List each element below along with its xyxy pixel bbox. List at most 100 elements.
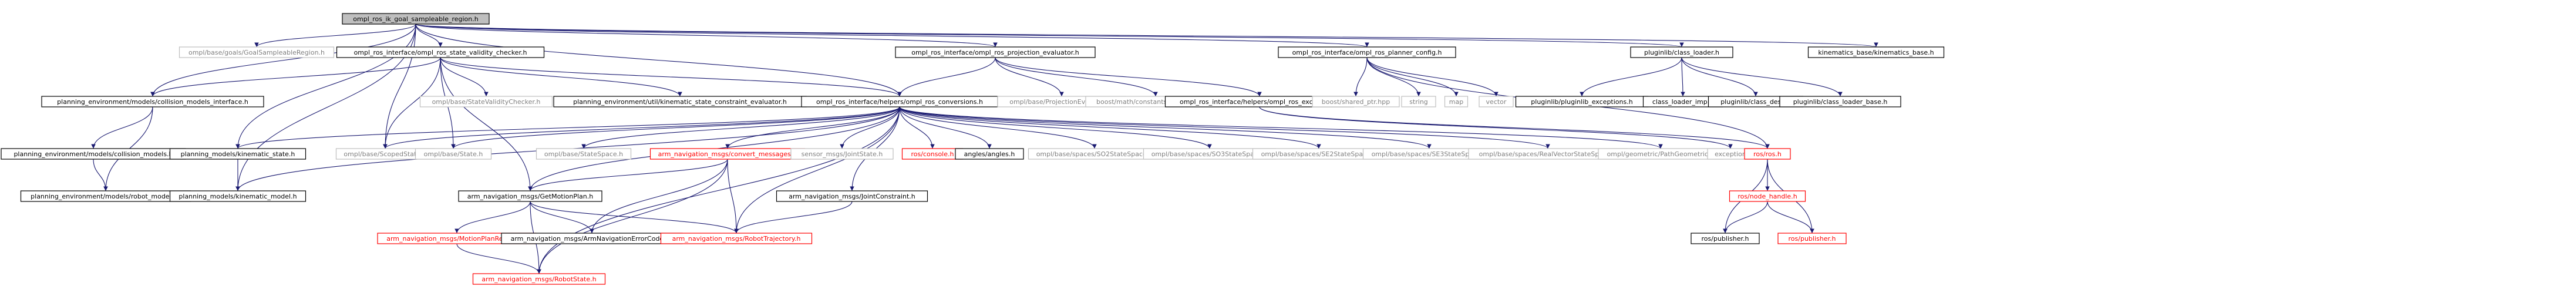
node-label: ompl/base/ScopedState.h xyxy=(344,150,426,158)
node-label: arm_navigation_msgs/RobotTrajectory.h xyxy=(672,235,801,243)
node-scoped: ompl/base/ScopedState.h xyxy=(335,148,435,160)
node-label: planning_environment/models/collision_mo… xyxy=(14,150,173,158)
node-box xyxy=(336,46,545,58)
node-km[interactable]: planning_models/kinematic_model.h xyxy=(169,190,307,202)
node-clbase[interactable]: pluginlib/class_loader_base.h xyxy=(1779,96,1901,107)
node-box xyxy=(1807,46,1945,58)
node-label: ompl/base/spaces/SO3StateSpace.h xyxy=(1151,150,1268,158)
node-cmi[interactable]: planning_environment/models/collision_mo… xyxy=(41,96,264,107)
node-rosconsole[interactable]: ros/console.h xyxy=(901,148,964,160)
edge-svc-to-cmi xyxy=(150,57,441,97)
edge-root-to-pc xyxy=(415,23,1369,48)
edge-conv-to-realvec xyxy=(899,106,1550,149)
node-pub1[interactable]: ros/publisher.h xyxy=(1691,233,1760,244)
node-label: pluginlib/pluginlib_exceptions.h xyxy=(1531,98,1632,106)
node-label: arm_navigation_msgs/convert_messages.h xyxy=(658,150,797,158)
node-so3: ompl/base/spaces/SO3StateSpace.h xyxy=(1143,148,1277,160)
node-box xyxy=(1777,233,1847,244)
edge-pc-to-map xyxy=(1366,57,1459,97)
edge-conv-to-jointstate xyxy=(840,106,900,149)
node-label: ompl_ros_interface/ompl_ros_planner_conf… xyxy=(1292,49,1442,56)
node-pc[interactable]: ompl_ros_interface/ompl_ros_planner_conf… xyxy=(1278,46,1456,58)
node-label: angles/angles.h xyxy=(964,150,1015,158)
node-kscev[interactable]: planning_environment/util/kinematic_stat… xyxy=(553,96,807,107)
node-angles[interactable]: angles/angles.h xyxy=(955,148,1024,160)
node-label: pluginlib/class_loader_base.h xyxy=(1793,98,1888,106)
node-rosexc[interactable]: ompl_ros_interface/helpers/ompl_ros_exce… xyxy=(1164,96,1355,107)
edge-cmi-to-cm xyxy=(91,106,153,149)
node-label: planning_environment/util/kinematic_stat… xyxy=(573,98,787,106)
node-box xyxy=(895,46,1096,58)
edge-pe-to-rosexc xyxy=(995,57,1262,97)
node-cm[interactable]: planning_environment/models/collision_mo… xyxy=(1,148,186,160)
node-map: map xyxy=(1444,96,1469,107)
node-box xyxy=(1479,96,1514,107)
node-exception: exception xyxy=(1707,148,1754,160)
node-box xyxy=(1630,46,1733,58)
edge-root-to-scoped xyxy=(383,23,416,149)
node-box xyxy=(1779,96,1901,107)
node-label: arm_navigation_msgs/GetMotionPlan.h xyxy=(467,193,594,200)
node-box xyxy=(1312,96,1400,107)
edge-convmsgs-to-rs xyxy=(537,159,728,274)
node-rm[interactable]: planning_environment/models/robot_models… xyxy=(20,190,191,202)
node-label: sensor_msgs/JointState.h xyxy=(802,150,883,158)
edge-classloader-to-pluginexc xyxy=(1580,57,1682,97)
node-pe[interactable]: ompl_ros_interface/ompl_ros_projection_e… xyxy=(895,46,1096,58)
edge-mpr-to-rs xyxy=(456,243,541,274)
edge-conv-to-so3 xyxy=(899,106,1212,149)
node-se2: ompl/base/spaces/SE2StateSpace.h xyxy=(1252,148,1386,160)
node-label: arm_navigation_msgs/JointConstraint.h xyxy=(789,193,915,200)
node-label: ompl_ros_ik_goal_sampleable_region.h xyxy=(353,15,478,23)
node-label: ompl/base/spaces/SE3StateSpace.h xyxy=(1372,150,1487,158)
node-label: planning_models/kinematic_state.h xyxy=(181,150,295,158)
node-gmp[interactable]: arm_navigation_msgs/GetMotionPlan.h xyxy=(458,190,602,202)
node-box xyxy=(1744,148,1791,160)
node-realvec: ompl/base/spaces/RealVectorStateSpace.h xyxy=(1468,148,1628,160)
node-string: string xyxy=(1401,96,1436,107)
node-classloader[interactable]: pluginlib/class_loader.h xyxy=(1630,46,1733,58)
node-so2: ompl/base/spaces/SO2StateSpace.h xyxy=(1028,148,1161,160)
node-label: ros/ros.h xyxy=(1753,150,1782,158)
node-rt[interactable]: arm_navigation_msgs/RobotTrajectory.h xyxy=(660,233,813,244)
node-label: ompl/geometric/PathGeometric.h xyxy=(1607,150,1715,158)
node-label: ompl/base/State.h xyxy=(424,150,483,158)
node-box xyxy=(342,13,490,25)
edge-jc-to-rt xyxy=(734,201,853,234)
node-ks[interactable]: planning_models/kinematic_state.h xyxy=(169,148,307,160)
node-conv[interactable]: ompl_ros_interface/helpers/ompl_ros_conv… xyxy=(801,96,998,107)
node-rs[interactable]: arm_navigation_msgs/RobotState.h xyxy=(472,273,606,285)
node-label: ompl/base/StateValidityChecker.h xyxy=(432,98,541,106)
node-clrimp[interactable]: class_loader_imp.h xyxy=(1642,96,1723,107)
node-vector: vector xyxy=(1479,96,1514,107)
node-label: ompl/base/StateSpace.h xyxy=(544,150,623,158)
edge-gmp-to-mpr xyxy=(454,201,531,234)
node-svc[interactable]: ompl_ros_interface/ompl_ros_state_validi… xyxy=(336,46,545,58)
edge-root-to-cmi xyxy=(150,23,416,97)
node-label: ompl/base/spaces/SE2StateSpace.h xyxy=(1261,150,1377,158)
node-svchecker: ompl/base/StateValidityChecker.h xyxy=(419,96,553,107)
node-box xyxy=(1691,233,1760,244)
node-convmsgs[interactable]: arm_navigation_msgs/convert_messages.h xyxy=(649,148,806,160)
node-rosh[interactable]: ros/ros.h xyxy=(1744,148,1791,160)
node-label: arm_navigation_msgs/RobotState.h xyxy=(481,275,596,283)
node-jointstate: sensor_msgs/JointState.h xyxy=(790,148,894,160)
edge-rosexc-to-exception xyxy=(1259,106,1733,149)
node-box xyxy=(536,148,632,160)
node-anec[interactable]: arm_navigation_msgs/ArmNavigationErrorCo… xyxy=(501,233,683,244)
edge-pe-to-projeval xyxy=(995,57,1064,97)
node-nodehandle[interactable]: ros/node_handle.h xyxy=(1729,190,1806,202)
edge-conv-to-pathgeo xyxy=(899,106,1663,149)
node-pluginexc[interactable]: pluginlib/pluginlib_exceptions.h xyxy=(1515,96,1649,107)
node-pub2[interactable]: ros/publisher.h xyxy=(1777,233,1847,244)
edge-conv-to-ks xyxy=(235,106,900,149)
node-root[interactable]: ompl_ros_ik_goal_sampleable_region.h xyxy=(342,13,490,25)
node-box xyxy=(472,273,606,285)
node-pathgeo: ompl/geometric/PathGeometric.h xyxy=(1598,148,1723,160)
node-kinbase[interactable]: kinematics_base/kinematics_base.h xyxy=(1807,46,1945,58)
node-jc[interactable]: arm_navigation_msgs/JointConstraint.h xyxy=(776,190,928,202)
node-label: ompl/base/spaces/RealVectorStateSpace.h xyxy=(1479,150,1617,158)
edge-classloader-to-classdesc xyxy=(1681,57,1758,97)
node-classdesc[interactable]: pluginlib/class_desc.h xyxy=(1708,96,1804,107)
edge-svc-to-gmp xyxy=(440,57,533,191)
